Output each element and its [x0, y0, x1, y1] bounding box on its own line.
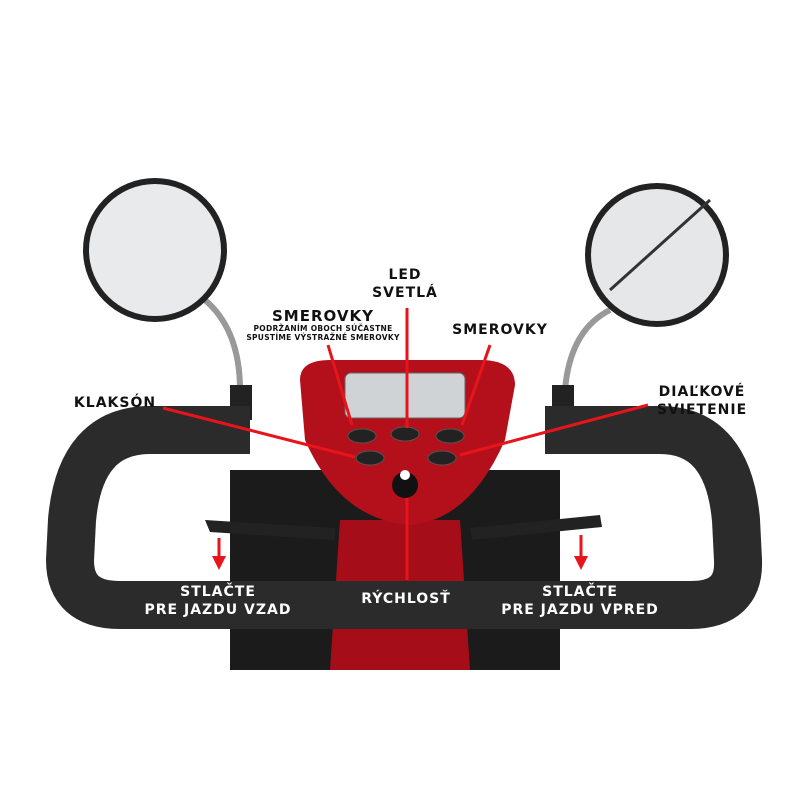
horn-button	[355, 450, 385, 466]
reverse-lever	[205, 520, 335, 540]
label-reverse-1: STLAČTE	[180, 584, 256, 600]
handlebar	[46, 406, 763, 629]
label-led-2: SVETLÁ	[372, 285, 438, 301]
forward-lever	[470, 515, 602, 540]
label-forward-1: STLAČTE	[542, 584, 618, 600]
left-mirror-stem	[203, 297, 243, 391]
label-turn-left-note-1: PODRŽANÍM OBOCH SÚČASTNE	[253, 324, 393, 333]
label-forward-2: PRE JAZDU VPRED	[501, 602, 659, 618]
horn-pointer	[162, 406, 356, 459]
label-horn: KLAKSÓN	[73, 395, 157, 411]
high-beam-button	[427, 450, 457, 466]
high-beam-pointer	[459, 403, 649, 457]
label-speed: RÝCHLOSŤ	[361, 591, 451, 607]
right-turn-pointer	[460, 344, 492, 426]
left-turn-pointer	[326, 344, 354, 426]
lcd-display	[344, 372, 466, 419]
label-high-beam-2: SVIETENIE	[656, 402, 748, 418]
right-mirror-stem	[562, 307, 612, 391]
speed-knob	[392, 472, 418, 498]
label-reverse-2: PRE JAZDU VZAD	[144, 602, 292, 618]
label-led-1: LED	[388, 267, 422, 283]
left-turn-button	[347, 428, 377, 444]
led-lights-button	[390, 426, 420, 442]
label-turn-right: SMEROVKY	[452, 322, 548, 338]
label-turn-left: SMEROVKY	[272, 307, 374, 325]
label-turn-left-note-2: SPUSTÍME VÝSTRAŽNÉ SMEROVKY	[246, 333, 400, 342]
label-high-beam-1: DIAĽKOVÉ	[658, 384, 746, 400]
right-turn-button	[435, 428, 465, 444]
